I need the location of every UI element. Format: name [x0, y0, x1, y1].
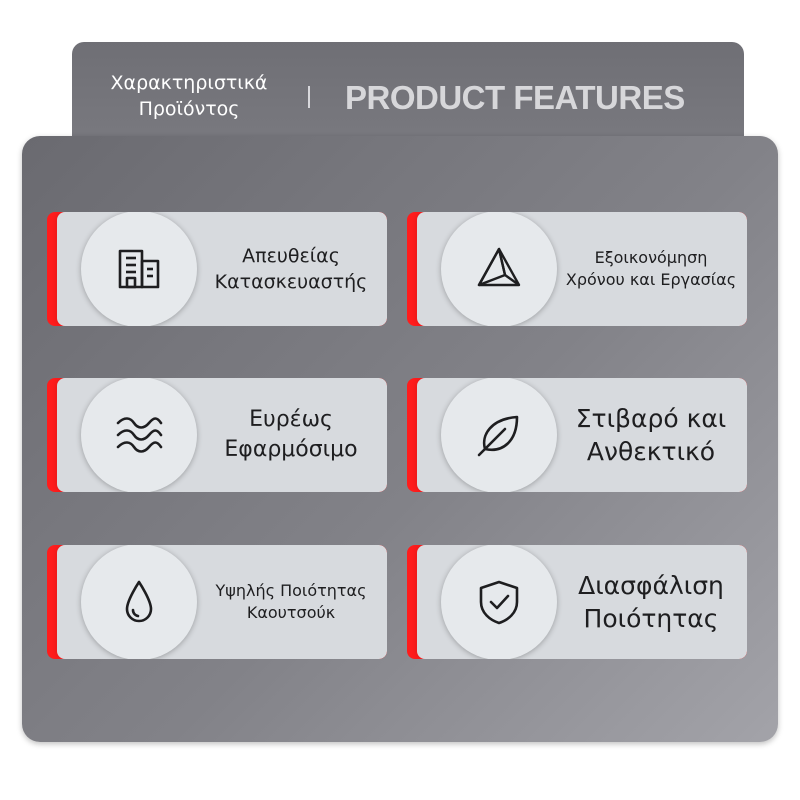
icon-circle [81, 378, 197, 492]
building-icon [118, 249, 160, 289]
feature-label-line1: Διασφάλιση [578, 571, 724, 600]
feature-card-quality-assurance: Διασφάλιση Ποιότητας [407, 545, 747, 659]
feature-label-line1: Απευθείας [242, 245, 340, 267]
feature-label-line2: Χρόνου και Εργασίας [565, 270, 737, 289]
header-tab [72, 42, 744, 154]
feature-label-line1: Εξοικονόμηση [594, 248, 708, 267]
feature-label: Εξοικονόμηση Χρόνου και Εργασίας [565, 212, 737, 326]
title-english: PRODUCT FEATURES [345, 79, 685, 116]
icon-circle [81, 545, 197, 659]
waves-icon [116, 417, 163, 453]
title-greek: Χαρακτηριστικά Προϊόντος [96, 70, 282, 122]
feature-label: Διασφάλιση Ποιότητας [565, 545, 737, 659]
feature-card-body: Εξοικονόμηση Χρόνου και Εργασίας [417, 212, 747, 326]
icon-circle [81, 212, 197, 326]
feature-label-line2: Καουτσούκ [246, 603, 336, 622]
pyramid-icon [477, 247, 521, 287]
feature-label: Ευρέως Εφαρμόσιμο [205, 378, 377, 492]
leaf-icon [477, 415, 519, 457]
icon-circle [441, 212, 557, 326]
feature-label-line2: Ανθεκτικό [586, 437, 716, 466]
icon-circle [441, 378, 557, 492]
title-greek-line2: Προϊόντος [138, 98, 240, 120]
title-greek-line1: Χαρακτηριστικά [110, 72, 268, 94]
shield-check-icon [479, 580, 519, 625]
feature-label: Υψηλής Ποιότητας Καουτσούκ [205, 545, 377, 659]
feature-card-high-quality-rubber: Υψηλής Ποιότητας Καουτσούκ [47, 545, 387, 659]
feature-card-direct-manufacturer: Απευθείας Κατασκευαστής [47, 212, 387, 326]
feature-label-line2: Εφαρμόσιμο [224, 437, 358, 462]
title-divider [308, 86, 310, 108]
feature-label-line2: Κατασκευαστής [214, 271, 368, 293]
icon-circle [441, 545, 557, 659]
feature-label-line1: Ευρέως [249, 407, 333, 432]
feature-label: Απευθείας Κατασκευαστής [205, 212, 377, 326]
feature-label-line1: Υψηλής Ποιότητας [215, 581, 367, 600]
feature-card-time-saving: Εξοικονόμηση Χρόνου και Εργασίας [407, 212, 747, 326]
feature-label: Στιβαρό και Ανθεκτικό [565, 378, 737, 492]
feature-card-body: Ευρέως Εφαρμόσιμο [57, 378, 387, 492]
feature-label-line1: Στιβαρό και [575, 404, 727, 433]
feature-card-robust-durable: Στιβαρό και Ανθεκτικό [407, 378, 747, 492]
feature-card-body: Στιβαρό και Ανθεκτικό [417, 378, 747, 492]
feature-card-body: Υψηλής Ποιότητας Καουτσούκ [57, 545, 387, 659]
feature-card-widely-applicable: Ευρέως Εφαρμόσιμο [47, 378, 387, 492]
feature-card-body: Απευθείας Κατασκευαστής [57, 212, 387, 326]
droplet-icon [125, 580, 153, 623]
feature-label-line2: Ποιότητας [583, 604, 719, 633]
feature-card-body: Διασφάλιση Ποιότητας [417, 545, 747, 659]
